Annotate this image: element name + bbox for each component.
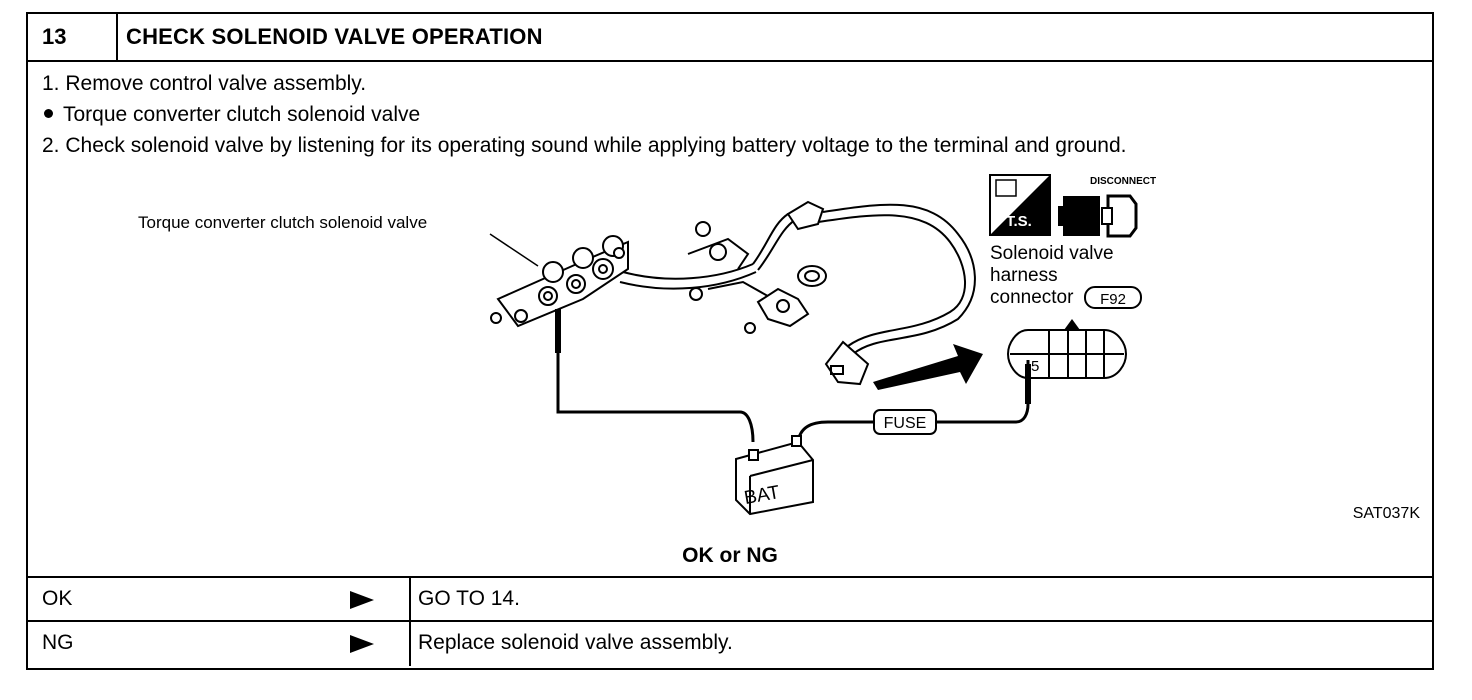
disconnect-connector-icon: DISCONNECT [1058, 176, 1156, 238]
ground-probe-icon [555, 309, 561, 353]
instruction-2: 2. Check solenoid valve by listening for… [42, 134, 1127, 157]
fuse-label: FUSE [884, 415, 927, 432]
result-ok-action: GO TO 14. [418, 587, 520, 610]
solenoid-valve-assembly-icon [490, 235, 629, 328]
connector-label-line-3: connector [990, 287, 1074, 308]
valve-label: Torque converter clutch solenoid valve [138, 213, 427, 232]
test-wiring [556, 326, 1030, 443]
result-row-ok: OK GO TO 14. [28, 576, 1432, 622]
ts-tool-icon: T.S. [989, 174, 1051, 236]
connection-arrow-icon [873, 344, 983, 390]
wiring-harness-icon [619, 200, 976, 386]
arrow-right-icon [350, 591, 374, 609]
instruction-bullet-text: Torque converter clutch solenoid valve [63, 103, 421, 126]
connector-code-badge [1084, 286, 1142, 309]
diagnostic-procedure-table: 13 CHECK SOLENOID VALVE OPERATION 1. Rem… [26, 12, 1434, 670]
ok-or-ng-question: OK or NG [682, 544, 778, 567]
result-ng-label: NG [42, 631, 74, 654]
figure-code: SAT037K [1353, 505, 1421, 522]
result-row-ng: NG Replace solenoid valve assembly. [28, 620, 1432, 666]
solenoid-test-diagram: Torque converter clutch solenoid valve [138, 174, 1421, 522]
instruction-list: 1. Remove control valve assembly. Torque… [42, 68, 1126, 161]
connector-label-line-2: harness [990, 265, 1058, 286]
step-title: CHECK SOLENOID VALVE OPERATION [126, 24, 543, 49]
result-ok-label: OK [42, 587, 73, 610]
column-divider [409, 622, 411, 666]
connector-label-line-1: Solenoid valve [990, 243, 1114, 264]
ts-label: T.S. [1006, 213, 1032, 230]
arrow-right-icon [350, 635, 374, 653]
column-divider [409, 578, 411, 622]
valve-leader-line [489, 233, 539, 267]
disconnect-label: DISCONNECT [1090, 176, 1156, 187]
terminal-number: 5 [1031, 358, 1039, 375]
step-number: 13 [28, 14, 118, 60]
terminal-probe-icon [1025, 364, 1031, 404]
harness-connector-face: 5 [1006, 319, 1128, 379]
bullet-icon [44, 109, 53, 119]
connector-code: F92 [1100, 291, 1126, 308]
fuse-icon [873, 409, 937, 435]
instruction-1: 1. Remove control valve assembly. [42, 72, 367, 95]
instruction-bullet: Torque converter clutch solenoid valve [42, 99, 1126, 130]
battery-icon: BAT [735, 435, 814, 516]
result-ng-action: Replace solenoid valve assembly. [418, 631, 733, 654]
step-header: 13 CHECK SOLENOID VALVE OPERATION [28, 14, 1432, 62]
